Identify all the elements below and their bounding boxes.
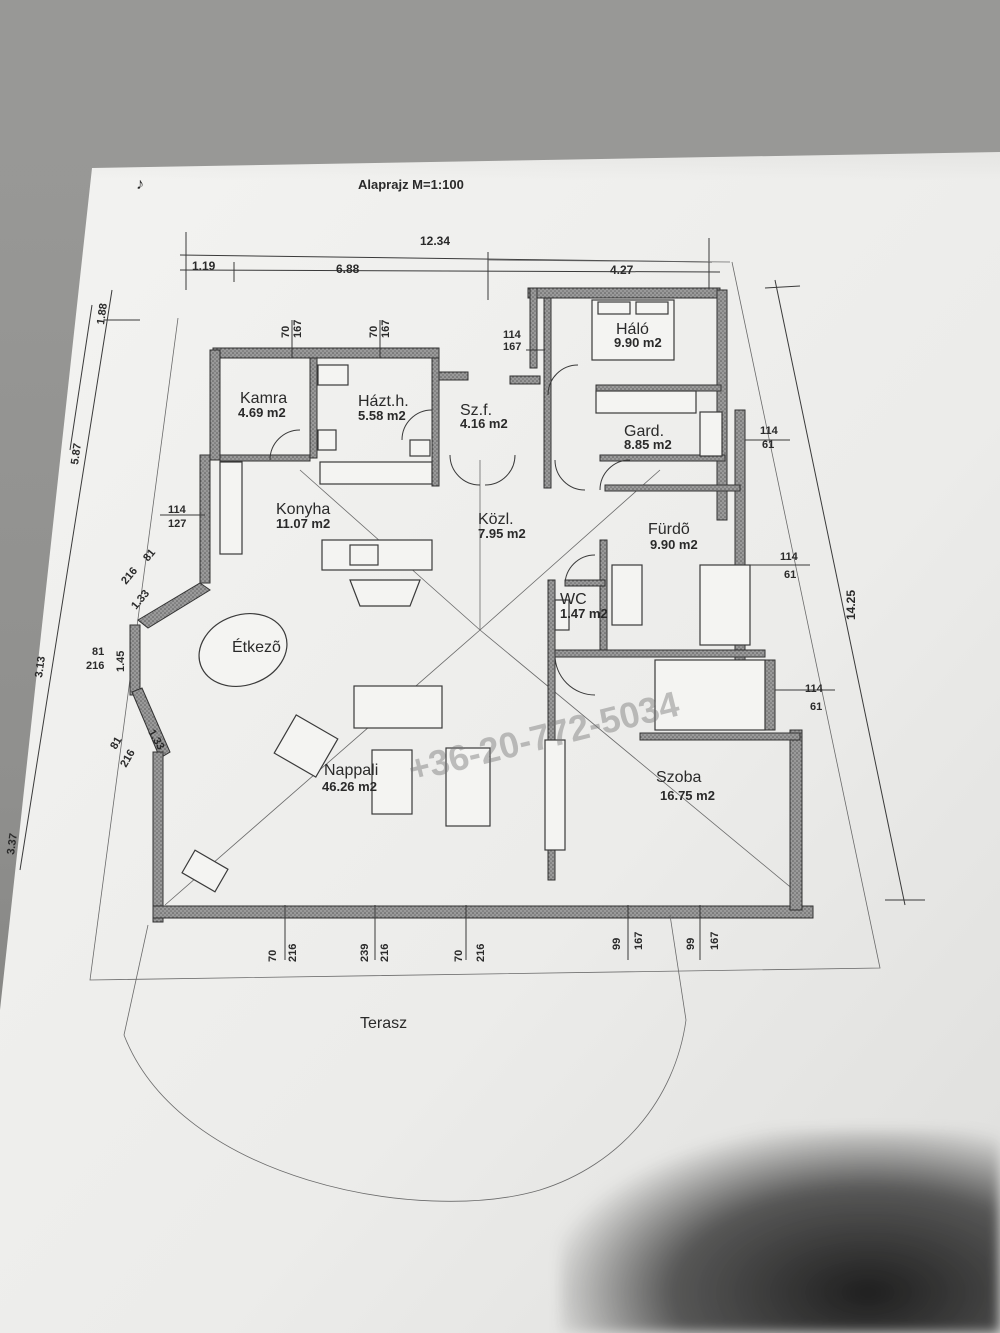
title-text: Alaprajz M=1:100 [358, 177, 464, 192]
interior-walls [219, 287, 801, 881]
dim-konyha-a: 114 [168, 504, 187, 516]
exterior-walls [129, 287, 814, 923]
left-dimensions: 1.88 5.87 3.13 3.37 [5, 289, 140, 871]
paper [0, 152, 1000, 1333]
room-kamra-name: Kamra [240, 390, 287, 407]
room-furdo-name: Fürdõ [648, 521, 690, 538]
window-marks [160, 320, 835, 960]
dim-bottom-1b: 216 [287, 944, 299, 962]
furniture [181, 299, 766, 893]
dim-gard-b: 61 [762, 439, 774, 451]
dim-right-total: 14.25 [844, 590, 858, 620]
dim-top-mid: 6.88 [336, 262, 360, 276]
roof-ridges [164, 460, 801, 906]
room-gard-area: 8.85 m2 [624, 437, 672, 452]
room-kamra-area: 4.69 m2 [238, 405, 286, 420]
dim-furdo-a: 114 [780, 551, 799, 563]
window-dimensions: 70 167 70 167 114 167 114 127 81 216 1.3… [86, 320, 824, 962]
dim-bottom-2a: 239 [359, 944, 371, 962]
room-szoba-name: Szoba [656, 769, 701, 786]
dim-bottom-5b: 167 [709, 932, 721, 950]
dim-bottom-5a: 99 [685, 938, 697, 950]
dim-bottom-1a: 70 [267, 950, 279, 962]
dim-bottom-3b: 216 [475, 944, 487, 962]
dim-bay3-a: 81 [108, 735, 125, 752]
dim-bay2-b: 216 [86, 660, 104, 672]
room-wc-name: WC [560, 591, 587, 608]
room-furdo-area: 9.90 m2 [650, 537, 698, 552]
dim-left-c: 3.13 [33, 656, 48, 679]
room-nappali-name: Nappali [324, 762, 378, 779]
dim-gard-a: 114 [760, 425, 779, 437]
room-labels: Kamra 4.69 m2 Házt.h. 5.58 m2 Sz.f. 4.16… [232, 321, 715, 1032]
room-gard-name: Gard. [624, 423, 664, 440]
dim-top-left: 1.19 [192, 259, 216, 273]
svg-text:♪: ♪ [136, 176, 144, 193]
dim-left-d: 3.37 [5, 833, 20, 856]
shadow-overlay [560, 1130, 1000, 1333]
room-szf-area: 4.16 m2 [460, 416, 508, 431]
room-kozl-name: Közl. [478, 511, 514, 528]
right-dimensions: 14.25 [764, 279, 925, 906]
dim-konyha-b: 127 [168, 518, 186, 530]
dim-bottom-4a: 99 [611, 938, 623, 950]
dim-bottom-4b: 167 [633, 932, 645, 950]
room-szoba-area: 16.75 m2 [660, 788, 715, 803]
room-halo-area: 9.90 m2 [614, 335, 662, 350]
dim-szf-a: 114 [503, 329, 522, 341]
room-konyha-name: Konyha [276, 501, 330, 518]
dim-bay2-a: 81 [92, 646, 104, 658]
room-konyha-area: 11.07 m2 [276, 516, 330, 531]
room-terasz-name: Terasz [360, 1015, 407, 1032]
room-hazt-area: 5.58 m2 [358, 408, 406, 423]
room-wc-area: 1.47 m2 [560, 606, 608, 621]
dim-hazt-b: 167 [380, 320, 392, 338]
dim-left-a: 1.88 [95, 303, 110, 326]
room-halo-name: Háló [616, 321, 649, 338]
dim-furdo-b: 61 [784, 569, 796, 581]
doors [269, 364, 631, 696]
top-dimensions: 12.34 1.19 6.88 4.27 [179, 232, 721, 300]
room-szf-name: Sz.f. [460, 402, 492, 419]
dim-top-right: 4.27 [610, 263, 634, 277]
dim-kamra-a: 70 [280, 326, 292, 338]
room-etkezo-name: Étkezõ [232, 637, 281, 656]
room-hazt-name: Házt.h. [358, 393, 409, 410]
dim-left-b: 5.87 [69, 443, 84, 466]
dim-szoba-a: 114 [805, 683, 824, 695]
dim-szf-b: 167 [503, 341, 521, 353]
plan-title: ♪ Alaprajz M=1:100 [136, 176, 464, 193]
dim-top-total: 12.34 [420, 234, 450, 248]
dim-bottom-3a: 70 [453, 950, 465, 962]
dim-bottom-2b: 216 [379, 944, 391, 962]
dim-hazt-a: 70 [368, 326, 380, 338]
room-nappali-area: 46.26 m2 [322, 779, 377, 794]
room-kozl-area: 7.95 m2 [478, 526, 526, 541]
terrace [123, 914, 687, 1202]
dim-kamra-b: 167 [292, 320, 304, 338]
dim-szoba-b: 61 [810, 701, 822, 713]
dim-bay2-c: 1.45 [115, 651, 127, 672]
